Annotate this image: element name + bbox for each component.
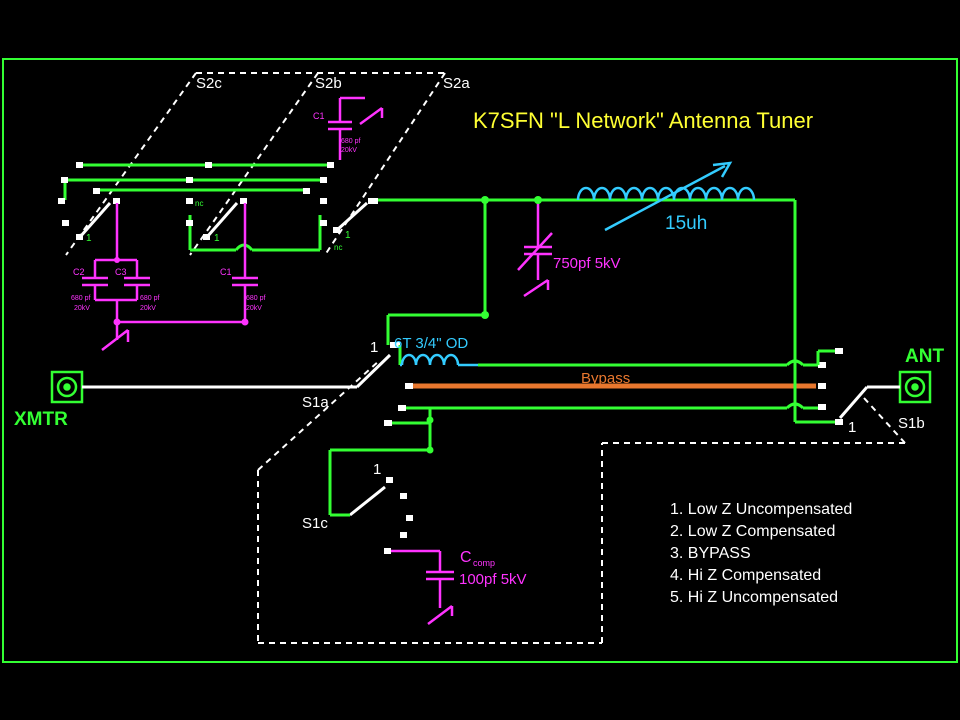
s2b-label: S2b (315, 75, 342, 92)
s2b-pos-one: 1 (214, 233, 220, 244)
cap-c3: C3 680 pf 20kV (115, 267, 160, 312)
bypass-label: Bypass (581, 370, 630, 387)
position-legend: 1. Low Z Uncompensated 2. Low Z Compensa… (670, 501, 852, 606)
nc-label-1: nc (195, 199, 203, 208)
small-inductor (400, 353, 478, 367)
svg-text:20kV: 20kV (74, 305, 90, 312)
s1a-pos-one: 1 (370, 339, 378, 356)
s1-green-wires (328, 345, 835, 517)
svg-text:680 pf: 680 pf (140, 295, 160, 302)
svg-text:C2: C2 (73, 267, 85, 277)
svg-text:C1: C1 (313, 111, 325, 121)
svg-text:680 pf: 680 pf (341, 138, 361, 145)
svg-text:20kV: 20kV (140, 305, 156, 312)
legend-item: 5. Hi Z Uncompensated (670, 589, 838, 606)
legend-item: 4. Hi Z Compensated (670, 567, 821, 584)
legend-item: 1. Low Z Uncompensated (670, 501, 852, 518)
ccomp-value-label: 100pf 5kV (459, 571, 527, 588)
diagram-title: K7SFN "L Network" Antenna Tuner (473, 108, 813, 133)
s1c-pos-one: 1 (373, 461, 381, 478)
legend-item: 3. BYPASS (670, 545, 751, 562)
ccomp-sub-label: comp (473, 558, 495, 568)
svg-text:680 pf: 680 pf (246, 295, 266, 302)
coil-main-label: 15uh (665, 213, 707, 234)
legend-item: 2. Low Z Compensated (670, 523, 835, 540)
s2-bus-wires (63, 163, 797, 365)
cap-c1-bottom: C1 680 pf 20kV (220, 267, 266, 312)
svg-text:680 pf: 680 pf (71, 295, 91, 302)
s2-switch-arms (78, 201, 369, 238)
s2c-pos-one: 1 (86, 233, 92, 244)
s1-white-wires (82, 353, 900, 517)
s2a-label: S2a (443, 75, 470, 92)
variable-capacitor (517, 203, 553, 298)
s1c-label: S1c (302, 515, 328, 532)
ccomp-label: C (460, 549, 472, 566)
s1a-label: S1a (302, 394, 329, 411)
xmtr-label: XMTR (14, 409, 68, 430)
s1-terminals (384, 342, 843, 554)
cap-c2: C2 680 pf 20kV (71, 267, 91, 312)
nc-label-2: nc (334, 243, 342, 252)
s2-capacitor-wiring (82, 96, 384, 351)
ant-label: ANT (905, 346, 944, 367)
svg-text:20kV: 20kV (246, 305, 262, 312)
s2-terminals (58, 162, 378, 226)
svg-text:C3: C3 (115, 267, 127, 277)
s1b-pos-one: 1 (848, 419, 856, 436)
ant-connector-icon (898, 370, 932, 404)
cap-variable-label: 750pf 5kV (553, 255, 621, 272)
s2c-label: S2c (196, 75, 222, 92)
s1-switch-deck (257, 359, 906, 644)
coil-small-label: 6T 3/4" OD (394, 335, 468, 352)
main-inductor (576, 161, 756, 232)
s2a-pos-one: 1 (345, 230, 351, 241)
s1b-label: S1b (898, 415, 925, 432)
c-comp-capacitor (391, 549, 454, 625)
frame-border (2, 58, 958, 663)
xmtr-connector-icon (50, 370, 84, 404)
svg-text:C1: C1 (220, 267, 232, 277)
svg-text:20kV: 20kV (341, 147, 357, 154)
cap-c1-top: C1 680 pf 20kV (313, 111, 361, 154)
